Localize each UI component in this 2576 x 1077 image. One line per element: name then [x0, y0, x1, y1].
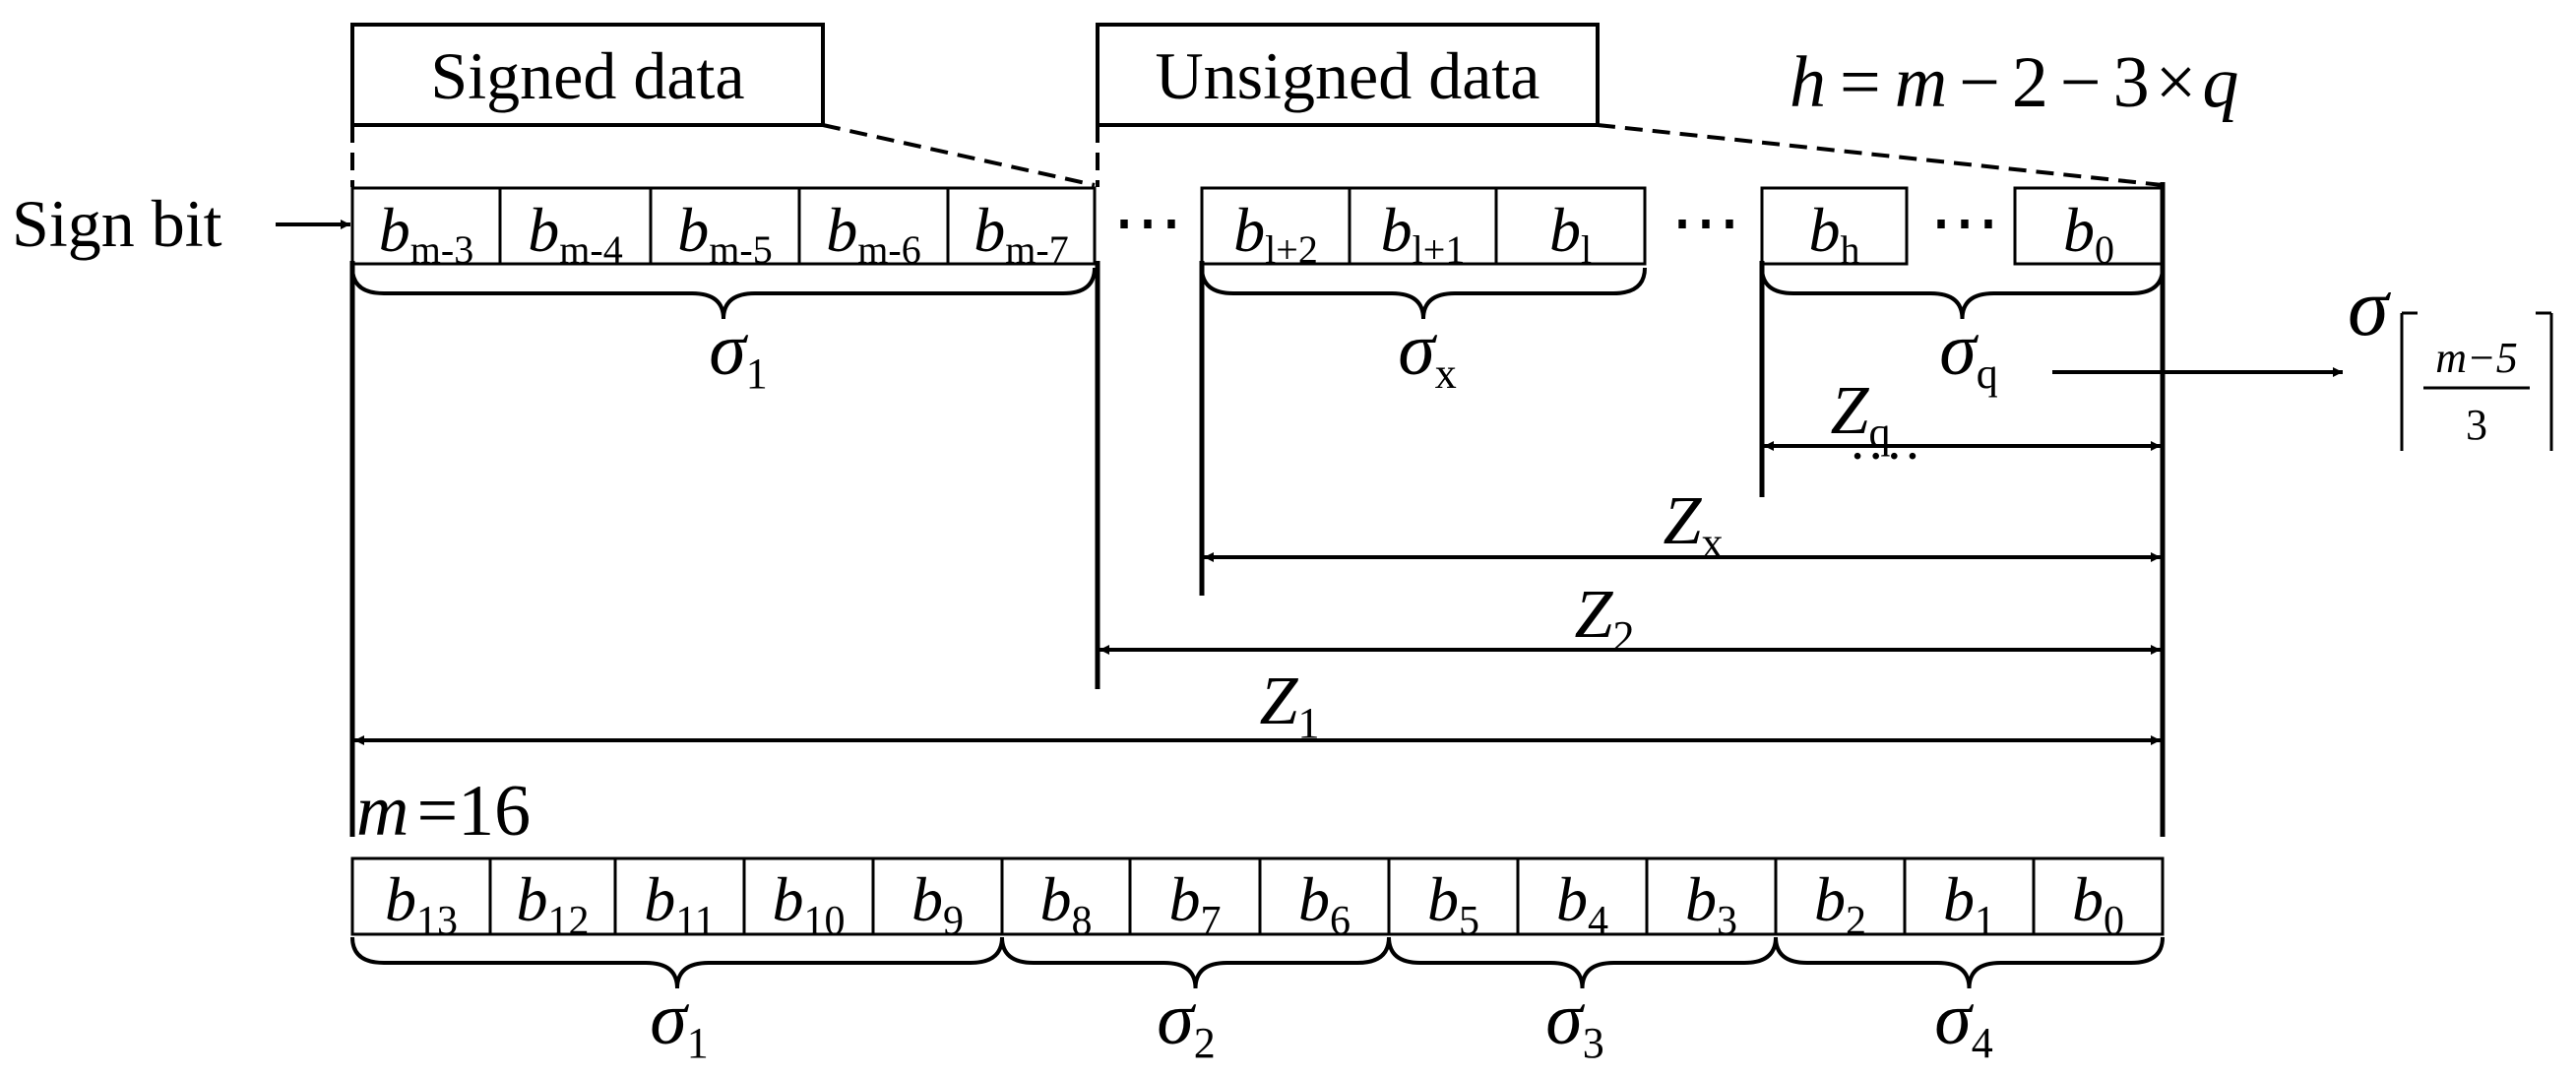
- bottom-brace: [350, 936, 1004, 989]
- bottom-bit-label: b10: [773, 864, 846, 944]
- boundary-lines: [349, 182, 2166, 837]
- top-brace: [1760, 267, 2165, 320]
- unsigned-data-box: Unsigned data: [1096, 23, 1600, 127]
- sigma-ceil-numerator: m−5: [2435, 334, 2517, 382]
- top-bit-cell: [946, 186, 1097, 266]
- bottom-bit-label: b13: [385, 864, 458, 944]
- z-label: Zx: [1664, 483, 1724, 567]
- bottom-bit-label: b2: [1814, 864, 1866, 944]
- sign-bit-label: Sign bit: [12, 186, 222, 261]
- bottom-bit-label: b7: [1169, 864, 1222, 944]
- bottom-braces: σ1 σ2 σ3 σ4: [350, 936, 2165, 1067]
- top-bit-label: bm-3: [379, 195, 473, 272]
- sigma-ceil-denominator: 3: [2466, 401, 2487, 449]
- bottom-bit-cell: [2032, 856, 2165, 936]
- top-bit-label: bl: [1549, 195, 1592, 272]
- ellipsis-1: ⋯: [1112, 183, 1183, 262]
- bottom-sigma-label: σ2: [1157, 978, 1215, 1067]
- sigma-ceil-label: σ m−5 3: [2348, 262, 2553, 451]
- bottom-sigma-label: σ4: [1934, 978, 1992, 1067]
- top-bit-cells: bm-3 bm-4 bm-5 bm-6 bm-7 bl+2 bl+1 bl bh b0: [350, 186, 2165, 272]
- top-bit-label: bm-7: [974, 195, 1068, 272]
- bottom-brace: [1774, 936, 2165, 989]
- top-bit-label: bh: [1809, 195, 1860, 272]
- bottom-sigma-label: σ1: [650, 978, 708, 1067]
- top-bit-label: bm-6: [826, 195, 920, 272]
- top-bit-label: b0: [2063, 195, 2114, 272]
- top-bit-label: bl+2: [1233, 195, 1318, 272]
- top-braces: σ1 σx σq: [350, 267, 2165, 398]
- top-sigma-label: σ1: [709, 308, 767, 398]
- ellipsis-2: ⋯: [1670, 183, 1741, 262]
- bottom-sigma-label: σ3: [1545, 978, 1603, 1067]
- dashed-connectors: [350, 123, 2164, 187]
- small-dots: ····: [1849, 426, 1922, 487]
- top-bit-cell: [1494, 186, 1647, 266]
- signed-data-box: Signed data: [350, 23, 825, 127]
- bottom-bit-label: b1: [1943, 864, 1995, 944]
- signed-data-label: Signed data: [430, 38, 744, 113]
- z-label: Zq: [1831, 373, 1891, 457]
- top-bit-cell: [1760, 186, 1909, 266]
- bottom-bit-cells: b13 b12 b11 b10 b9 b8 b7 b6 b5 b4 b3 b2 b1 b0: [350, 856, 2165, 944]
- top-bit-label: bm-5: [677, 195, 772, 272]
- bottom-brace: [1387, 936, 1778, 989]
- bottom-bit-label: b5: [1427, 864, 1479, 944]
- top-bit-label: bl+1: [1381, 195, 1466, 272]
- bottom-bit-label: b9: [911, 864, 964, 944]
- ellipsis-3: ⋯: [1929, 183, 2000, 262]
- bottom-bit-label: b6: [1298, 864, 1351, 944]
- bottom-bit-label: b0: [2072, 864, 2124, 944]
- bottom-bit-label: b4: [1556, 864, 1608, 944]
- m-equals-label: m=16: [356, 771, 531, 852]
- bottom-bit-label: b11: [644, 864, 715, 944]
- z-label: Z2: [1575, 577, 1635, 661]
- top-bit-label: bm-4: [528, 195, 622, 272]
- top-brace: [350, 267, 1097, 320]
- bottom-brace: [1000, 936, 1391, 989]
- unsigned-data-label: Unsigned data: [1156, 38, 1540, 113]
- top-sigma-label: σq: [1939, 308, 1997, 398]
- bottom-bit-label: b12: [517, 864, 590, 944]
- sigma-ceil-symbol: σ: [2348, 262, 2392, 353]
- top-sigma-label: σx: [1398, 308, 1456, 398]
- h-formula: h=m−2−3×q: [1790, 42, 2238, 123]
- top-brace: [1200, 267, 1647, 320]
- bottom-bit-label: b3: [1685, 864, 1737, 944]
- z-label: Z1: [1260, 664, 1320, 747]
- bottom-bit-label: b8: [1040, 864, 1093, 944]
